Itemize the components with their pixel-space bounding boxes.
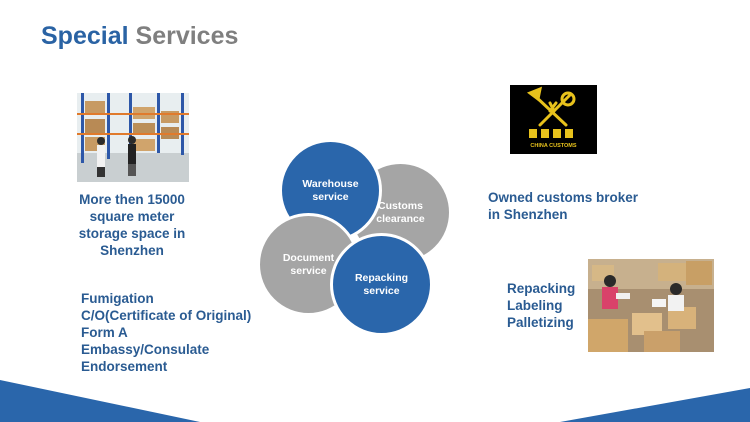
china-customs-logo: CHINA CUSTOMS	[510, 85, 597, 154]
circle-label-line: service	[312, 190, 349, 203]
warehouse-photo	[77, 93, 189, 182]
page-title: Special Services	[41, 22, 238, 51]
circle-label-line: Customs	[378, 199, 423, 212]
broker-caption-line: Owned customs broker	[488, 190, 639, 205]
title-part-services: Services	[135, 22, 239, 50]
circle-label-line: Warehouse	[302, 177, 359, 190]
service-list: Fumigation C/O(Certificate of Original) …	[81, 290, 291, 375]
repack-list-item: Palletizing	[507, 315, 574, 330]
circle-label-line: service	[363, 284, 400, 297]
storage-caption-line: square meter	[89, 209, 175, 224]
repack-list: Repacking Labeling Palletizing	[507, 280, 587, 331]
storage-caption-line: More then 15000	[79, 192, 185, 207]
repacking-workers-photo	[588, 259, 714, 352]
customs-logo-text: CHINA CUSTOMS	[530, 143, 576, 149]
circle-label-line: Repacking	[354, 271, 409, 284]
service-list-item: C/O(Certificate of Original)	[81, 308, 252, 323]
title-part-special: Special	[41, 22, 129, 50]
circle-label-line: Document	[282, 251, 335, 264]
footer-decoration	[0, 380, 750, 422]
broker-caption-line: in Shenzhen	[488, 207, 568, 222]
broker-caption: Owned customs broker in Shenzhen	[488, 189, 688, 223]
storage-caption-line: storage space in	[78, 226, 186, 241]
service-list-item: Form A	[81, 325, 128, 340]
storage-caption: More then 15000 square meter storage spa…	[62, 191, 202, 259]
repack-list-item: Repacking	[507, 281, 576, 296]
service-list-item: Fumigation	[81, 291, 154, 306]
repack-list-item: Labeling	[507, 298, 563, 313]
storage-caption-line: Shenzhen	[100, 243, 164, 258]
service-list-item: Embassy/Consulate	[81, 342, 210, 357]
service-list-item: Endorsement	[81, 359, 168, 374]
circle-label-line: clearance	[376, 212, 425, 225]
circle-label-line: service	[290, 264, 327, 277]
